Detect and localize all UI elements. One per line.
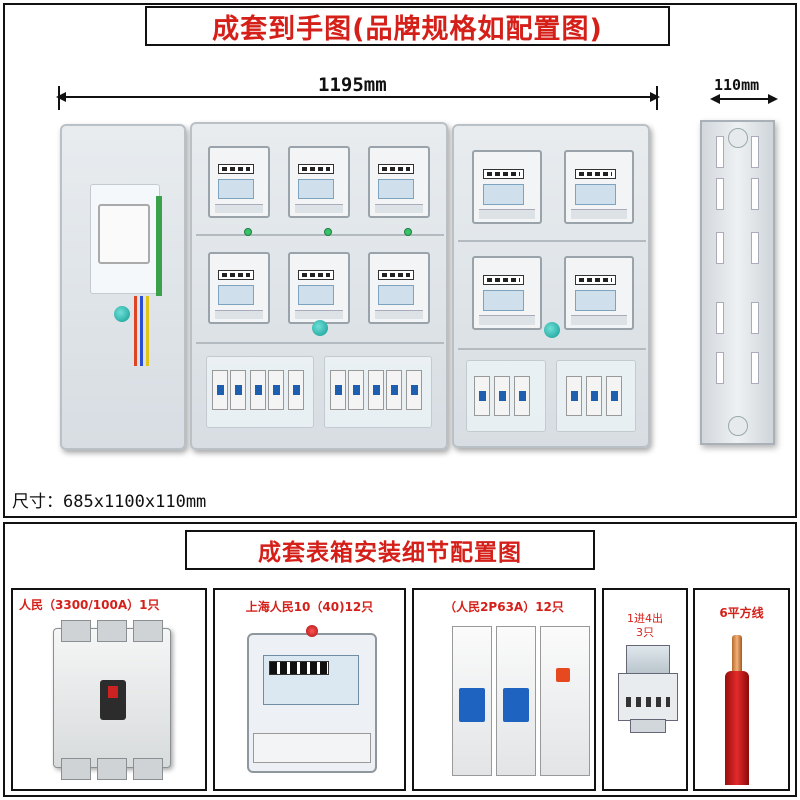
vent-slot [751,352,759,384]
vent-slot [716,232,724,264]
knockout-hole-icon [727,416,748,436]
breaker [566,376,582,416]
depth-arrow-left-icon [710,94,720,104]
depth-dimension-line [712,98,776,100]
vent-slot [751,136,759,168]
breaker [288,370,304,410]
width-tick-left [58,86,60,110]
product-label-line2: 3只 [636,626,654,639]
vent-slot [716,352,724,384]
indicator-led-icon [404,228,412,236]
breaker [230,370,246,410]
product-label: 上海人民10（40)12只 [245,600,374,614]
wire-yellow [146,296,149,366]
product-label-line1: 1进4出 [627,612,663,625]
meter-10 [564,256,634,330]
product-card-meter: 上海人民10（40)12只 [213,588,406,791]
junction-box-icon [618,645,678,735]
product-label: 6平方线 [719,606,764,620]
vent-slot [716,178,724,210]
width-arrow-left-icon [56,92,66,102]
vent-slot [716,136,724,168]
width-dimension-line [58,96,658,98]
breaker [330,370,346,410]
meter-9 [472,256,542,330]
molded-case-breaker-icon [43,620,183,785]
meter-1 [208,146,270,218]
breaker [268,370,284,410]
assembled-view-title: 成套到手图(品牌规格如配置图) [145,6,670,46]
product-card-rcbo: （人民2P63A）12只 [412,588,596,791]
main-breaker-body [98,204,150,264]
residual-current-breaker-icon [452,618,592,783]
depth-arrow-right-icon [768,94,778,104]
breaker [212,370,228,410]
breaker [474,376,490,416]
product-label: （人民2P63A）12只 [444,600,564,614]
depth-dimension-label: 110mm [714,76,760,94]
right-divider-upper [458,240,646,242]
meter-4 [208,252,270,324]
center-divider-lower [196,342,444,344]
six-meter-enclosure [190,122,448,450]
meter-2 [288,146,350,218]
wire-green [156,196,162,296]
main-switch-enclosure [60,124,186,450]
breaker [250,370,266,410]
center-box-lock-icon [312,320,328,336]
breaker [386,370,402,410]
vent-slot [751,302,759,334]
vent-slot [751,232,759,264]
product-photo-area [10,118,790,488]
four-meter-enclosure [452,124,650,448]
wire-red [134,296,137,366]
product-label: 人民（3300/100A）1只 [19,598,160,612]
breaker [406,370,422,410]
indicator-led-icon [244,228,252,236]
installation-detail-title: 成套表箱安装细节配置图 [185,530,595,570]
electric-meter-icon [243,625,383,780]
wire-blue [140,296,143,366]
width-arrow-right-icon [650,92,660,102]
product-card-junction: 1进4出 3只 [602,588,688,791]
main-box-lock-icon [114,306,130,322]
meter-5 [288,252,350,324]
breaker [348,370,364,410]
size-spec-text: 尺寸：685x1100x110mm [12,492,207,512]
meter-3 [368,146,430,218]
meter-8 [564,150,634,224]
breaker [586,376,602,416]
breaker [368,370,384,410]
indicator-led-icon [324,228,332,236]
product-card-main-breaker: 人民（3300/100A）1只 [11,588,207,791]
center-divider-upper [196,234,444,236]
enclosure-side-view [700,120,775,445]
width-tick-right [656,86,658,110]
vent-slot [751,178,759,210]
product-card-cable: 6平方线 [693,588,790,791]
right-box-lock-icon [544,322,560,338]
breaker [606,376,622,416]
right-divider-lower [458,348,646,350]
knockout-hole-icon [727,128,748,148]
copper-cable-icon [725,635,749,785]
breaker [494,376,510,416]
meter-6 [368,252,430,324]
meter-7 [472,150,542,224]
vent-slot [716,302,724,334]
breaker [514,376,530,416]
width-dimension-label: 1195mm [318,74,387,96]
